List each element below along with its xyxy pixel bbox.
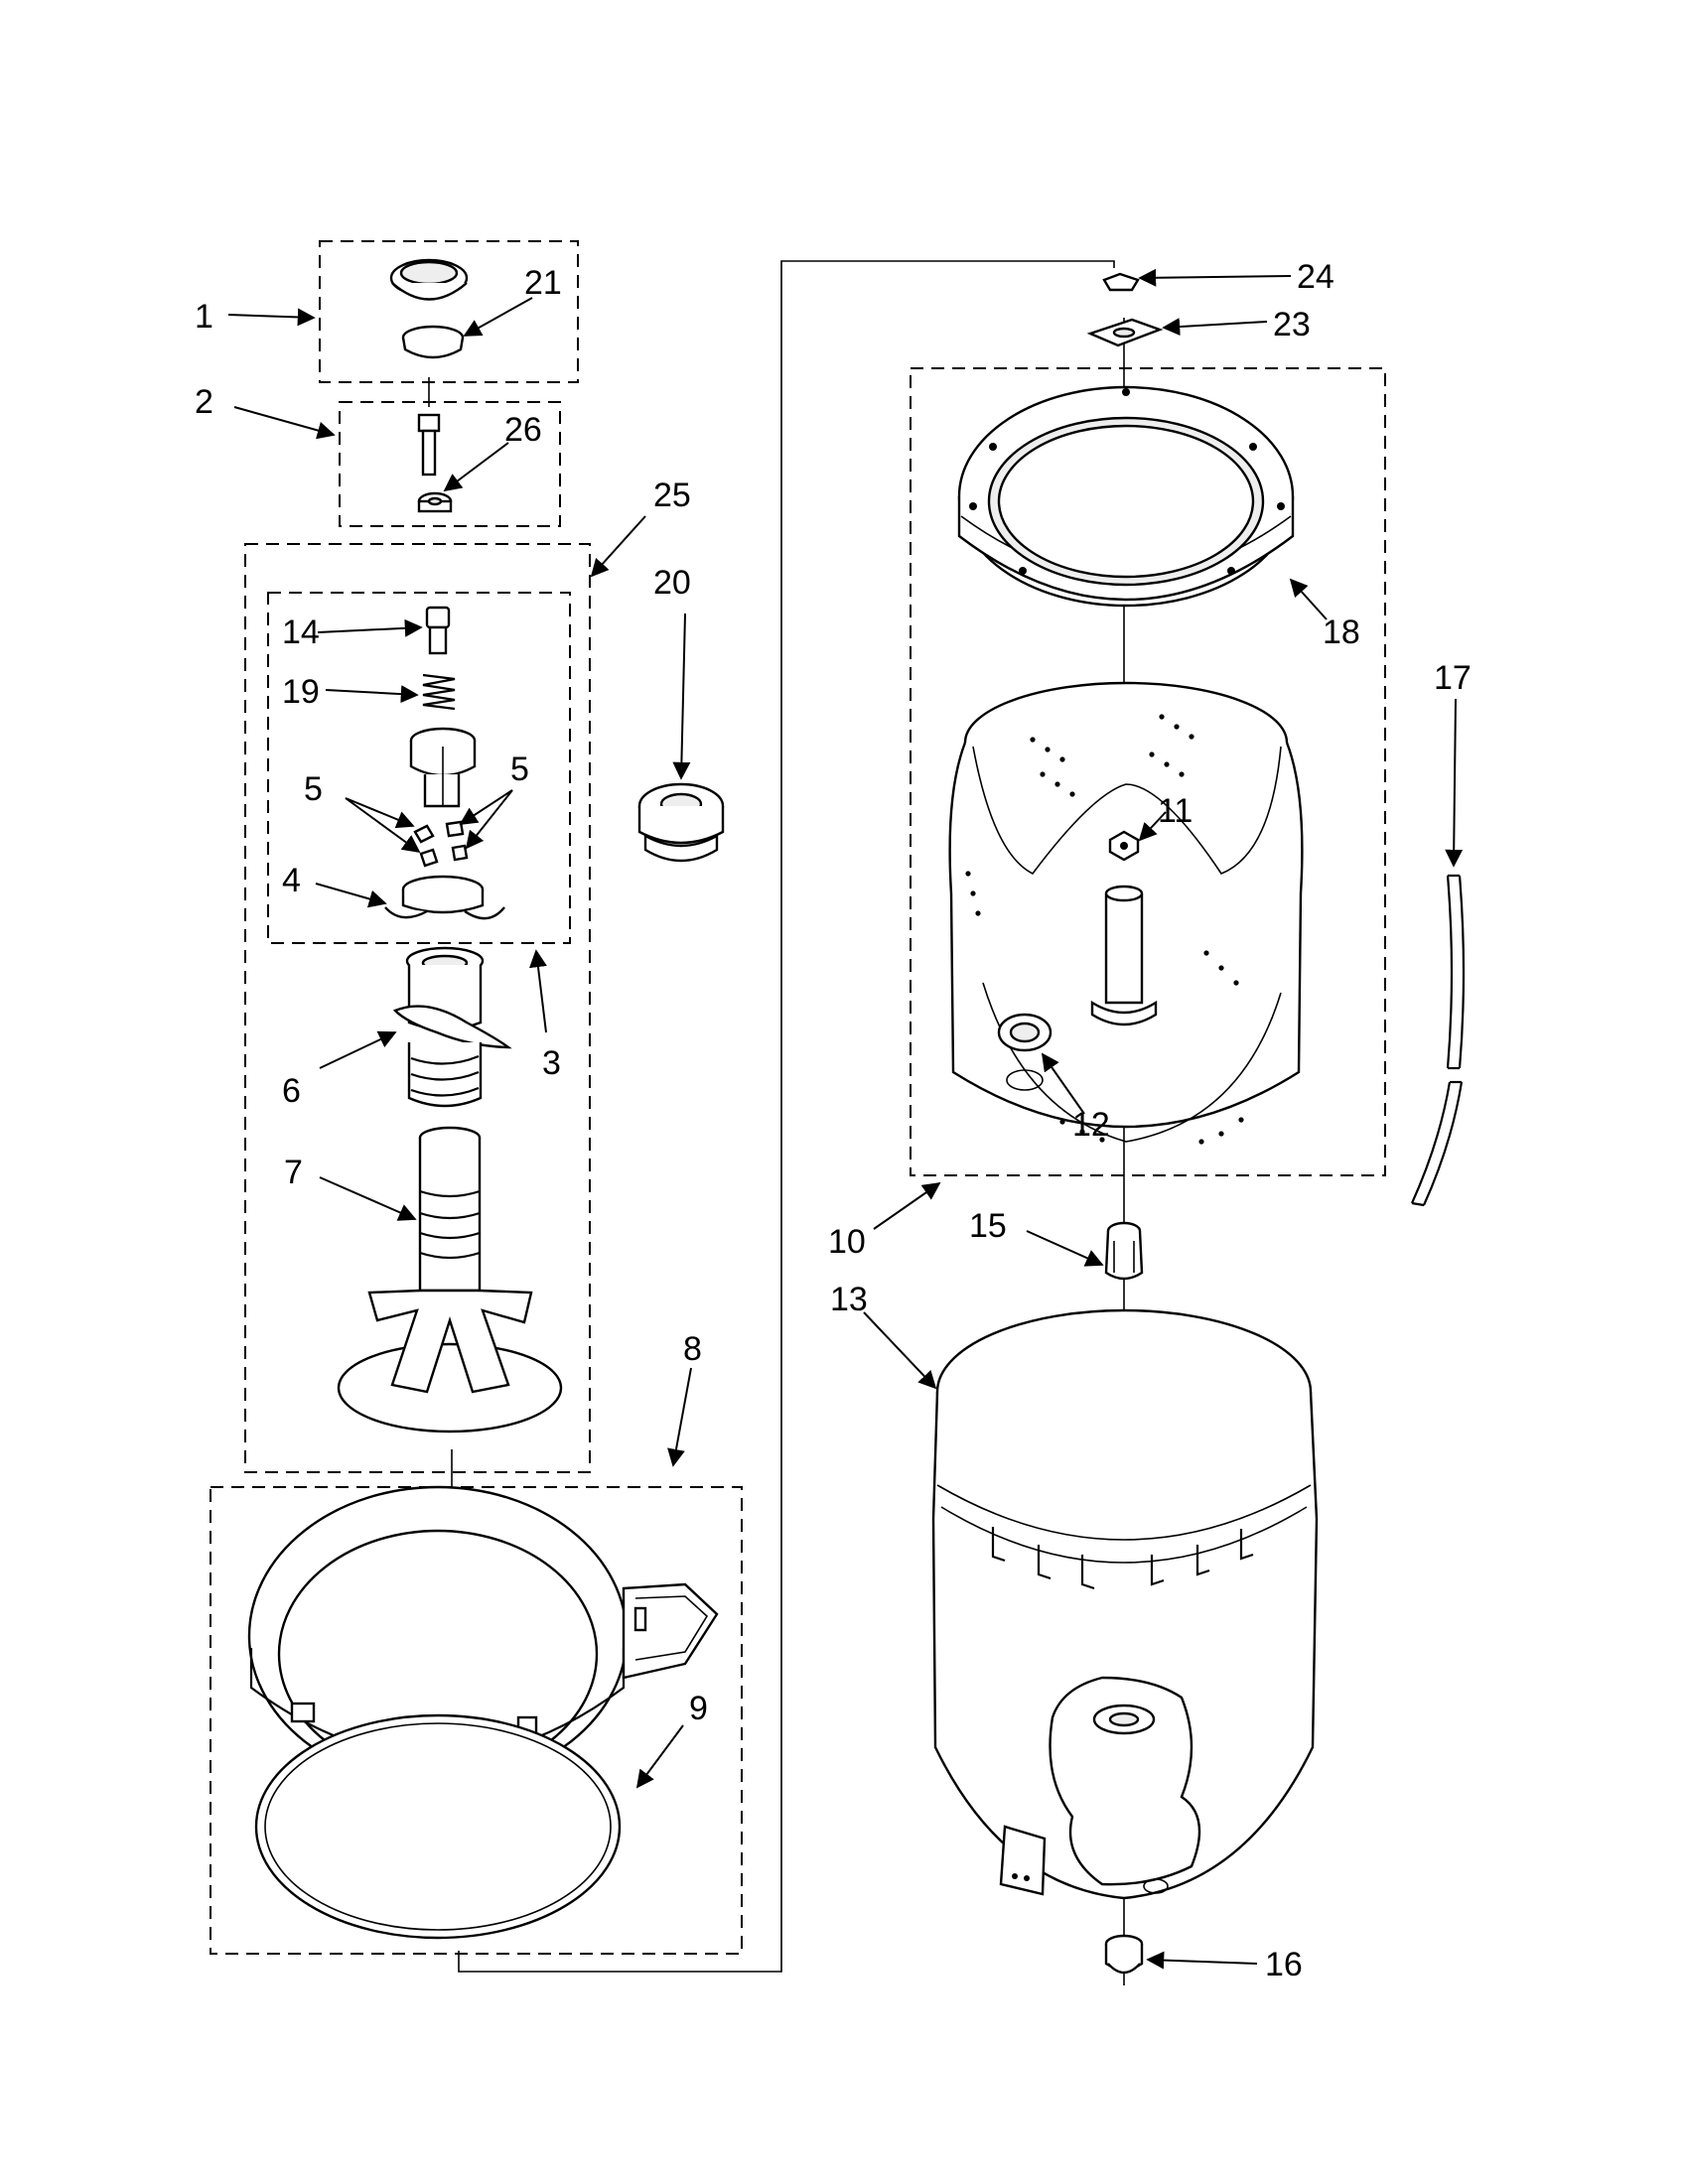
part-agitator-dog-body (409, 727, 477, 808)
part-24-nut (1102, 272, 1140, 292)
callout-23: 23 (1273, 306, 1311, 343)
part-16-grommet (1104, 1934, 1144, 1975)
callout-16: 16 (1265, 1946, 1303, 1983)
part-11-nut (1108, 830, 1140, 862)
part-9-seal-ring (254, 1713, 622, 1940)
callout-8: 8 (683, 1330, 702, 1368)
callout-20: 20 (653, 564, 691, 602)
part-8-tub-ring (247, 1485, 719, 1787)
part-10-spin-basket (948, 681, 1304, 1145)
part-13-outer-tub (931, 1308, 1319, 1900)
callout-24: 24 (1297, 258, 1334, 296)
group-box-25 (244, 543, 591, 1473)
callout-labels: 1 21 2 26 25 20 14 19 5 5 4 3 6 7 8 9 24… (195, 258, 1472, 1983)
callout-9: 9 (689, 1690, 708, 1727)
group-box-2 (339, 401, 561, 527)
leader-lines (227, 268, 1464, 1970)
callout-1: 1 (195, 298, 213, 336)
part-5-dogs (413, 820, 469, 868)
group-box-8 (210, 1486, 743, 1955)
callout-17: 17 (1434, 659, 1472, 697)
callout-5-right: 5 (510, 751, 529, 788)
callout-14: 14 (282, 614, 320, 651)
group-box-10 (910, 367, 1386, 1176)
part-17-hose (1410, 874, 1466, 1207)
group-box-1 (319, 240, 579, 383)
callout-6: 6 (282, 1072, 301, 1110)
callout-3: 3 (542, 1044, 561, 1082)
part-7-agitator-base (337, 1126, 563, 1433)
callout-19: 19 (282, 673, 320, 711)
callout-25: 25 (653, 477, 691, 514)
part-4-cam (384, 875, 505, 920)
part-18-balance-ring (957, 385, 1295, 608)
basket-perforations (965, 714, 1244, 1145)
part-19-spring (422, 673, 456, 711)
callout-2: 2 (195, 383, 213, 421)
callout-12: 12 (1072, 1106, 1110, 1144)
callout-10: 10 (828, 1223, 866, 1261)
group-box-3 (267, 592, 571, 944)
callout-13: 13 (830, 1281, 868, 1318)
callout-4: 4 (282, 862, 301, 899)
callout-26: 26 (504, 411, 542, 449)
part-23-plate (1086, 318, 1164, 347)
callout-18: 18 (1323, 614, 1360, 651)
callout-11: 11 (1158, 792, 1193, 830)
part-15-drive-block (1104, 1221, 1144, 1281)
part-21-cap (389, 258, 469, 359)
part-14-dog-cap (425, 606, 451, 655)
assembly-bracket-line (458, 260, 1115, 1973)
part-2-bolt (417, 413, 453, 513)
callout-5-left: 5 (304, 770, 323, 808)
part-12-plug (997, 1013, 1052, 1091)
part-6-auger-spiral (392, 946, 512, 1108)
callout-21: 21 (524, 264, 562, 302)
callout-15: 15 (969, 1207, 1007, 1245)
callout-7: 7 (284, 1154, 303, 1191)
part-20-bearing (637, 782, 725, 863)
